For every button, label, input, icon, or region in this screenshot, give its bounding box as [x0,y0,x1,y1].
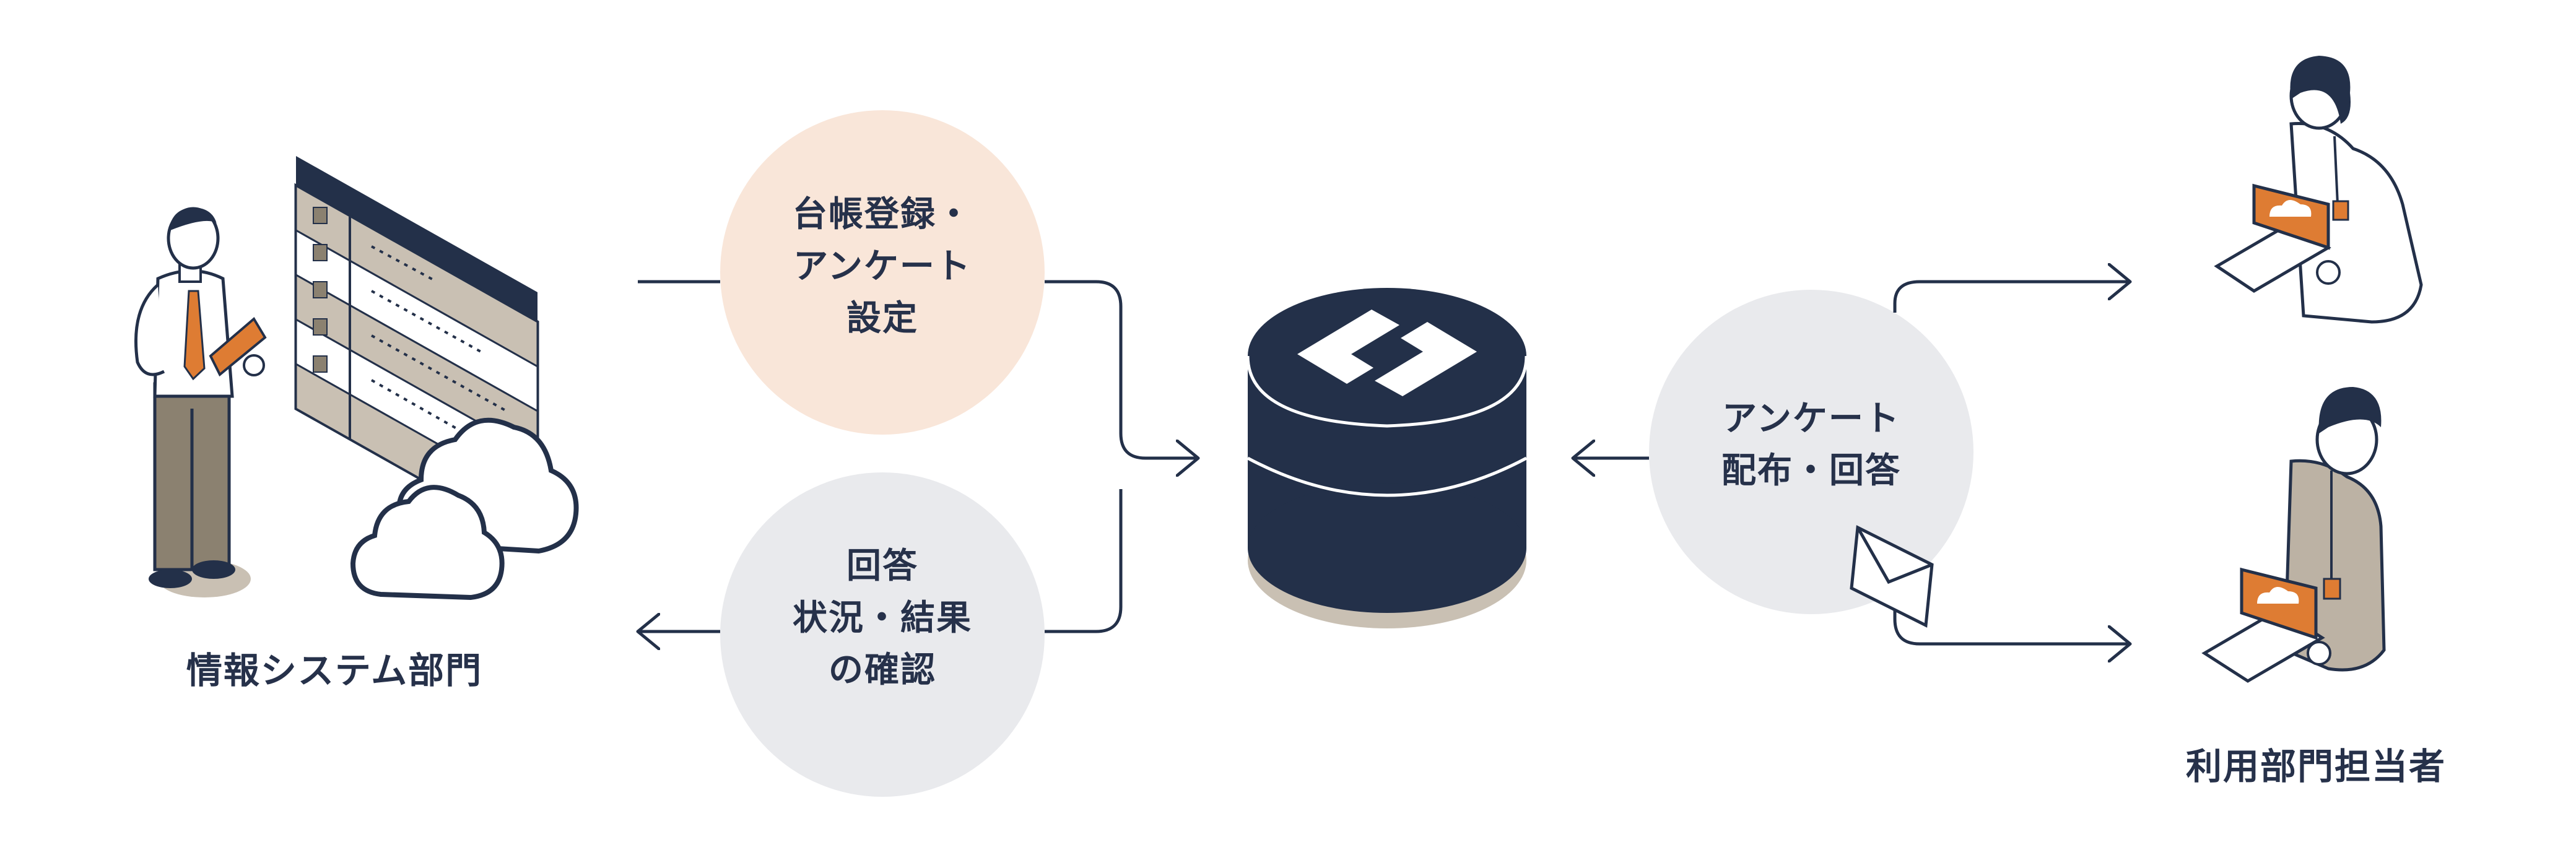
database-icon [1246,288,1528,628]
it-dept-label: 情報システム部門 [186,649,483,692]
step-register-circle [720,110,1045,435]
connector-to-user-top [1893,282,2130,313]
step-distribute-line-2: 配布・回答 [1721,451,1901,491]
connector-to-user-bottom [1893,594,2130,644]
users-label: 利用部門担当者 [2185,745,2446,788]
step-distribute-label: アンケート 配布・回答 [1687,393,1935,497]
step-register-line-3: 設定 [846,298,918,339]
it-staff-icon [134,207,267,597]
step-distribute-line-1: アンケート [1722,399,1900,439]
step-distribute-circle [1649,290,1973,614]
logo-mark [1297,310,1477,396]
cloud-icon [350,417,579,601]
step-confirm-line-2: 状況・結果 [793,598,972,638]
step-confirm-circle [720,472,1045,797]
connector-register-to-db [1045,280,1198,458]
user-laptop-icon [2201,387,2386,683]
step-confirm-line-1: 回答 [846,546,918,586]
step-register-label: 台帳登録・ アンケート 設定 [759,189,1006,345]
connector-db-to-confirm [1045,489,1123,633]
step-register-line-1: 台帳登録・ [793,194,972,235]
step-confirm-line-3: の確認 [829,650,936,690]
step-confirm-label: 回答 状況・結果 の確認 [759,540,1006,697]
envelope-icon [1850,525,1934,628]
user-laptop-icon [2214,56,2423,324]
step-register-line-2: アンケート [793,246,972,287]
